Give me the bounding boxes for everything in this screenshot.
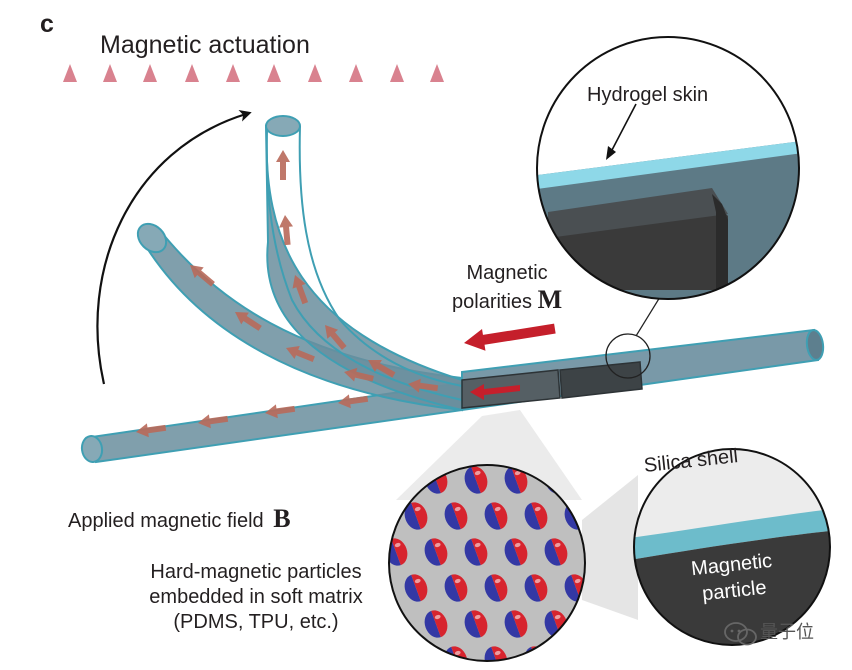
bending-direction-arrow bbox=[96, 110, 252, 385]
magnetic-particle bbox=[484, 574, 508, 602]
magnetic-particle bbox=[404, 646, 428, 661]
watermark: 量子位 bbox=[760, 622, 814, 642]
magnetic-particle bbox=[464, 538, 488, 566]
magnetic-particle bbox=[464, 610, 488, 638]
magnetic-particle bbox=[564, 646, 585, 661]
particles-label-line2: embedded in soft matrix bbox=[149, 586, 363, 609]
field-line-arrowhead bbox=[267, 64, 281, 82]
magnetic-particle bbox=[601, 643, 631, 670]
zoom-cone-silica bbox=[582, 475, 638, 620]
magnetic-particle bbox=[484, 502, 508, 530]
field-line-arrowhead bbox=[185, 64, 199, 82]
hydrogel-skin-inset bbox=[536, 36, 800, 300]
magnetic-particle bbox=[389, 538, 408, 566]
callout-line-top bbox=[635, 296, 661, 337]
field-line-arrowhead bbox=[103, 64, 117, 82]
magnetic-rod-straight-right bbox=[461, 328, 825, 412]
wechat-icon bbox=[724, 622, 757, 646]
field-label: Applied magnetic field B bbox=[68, 504, 291, 534]
magnetic-particle bbox=[504, 610, 528, 638]
magnetic-particle bbox=[464, 466, 488, 494]
magnetic-particle bbox=[584, 610, 585, 638]
field-symbol: B bbox=[273, 504, 291, 533]
magnetic-particle bbox=[524, 502, 548, 530]
particles-label-line1: Hard-magnetic particles bbox=[150, 561, 362, 583]
particles-label: Hard-magnetic particles embedded in soft… bbox=[120, 560, 392, 636]
figure-title: Magnetic actuation bbox=[100, 31, 310, 59]
magnetic-rod-straight bbox=[80, 381, 463, 464]
field-line-arrowhead bbox=[390, 64, 404, 82]
field-label-text: Applied magnetic field bbox=[68, 510, 264, 532]
particles-label-line3: (PDMS, TPU, etc.) bbox=[173, 611, 339, 634]
field-line-arrowhead bbox=[349, 64, 363, 82]
zoom-circle-marker bbox=[605, 333, 651, 379]
field-line-arrowhead bbox=[63, 64, 77, 82]
magnetic-particle bbox=[424, 610, 448, 638]
field-line-arrowhead bbox=[143, 64, 157, 82]
polarity-label: Magnetic polarities M bbox=[452, 262, 562, 315]
field-line-arrowhead bbox=[226, 64, 240, 82]
polarity-symbol: M bbox=[537, 285, 563, 314]
magnetic-particle bbox=[404, 502, 428, 530]
magnetic-particle bbox=[524, 574, 548, 602]
hydrogel-skin-label: Hydrogel skin bbox=[587, 84, 709, 106]
polarity-arrow bbox=[464, 323, 556, 351]
polarity-label-line1: Magnetic bbox=[466, 262, 548, 284]
magnetic-particle bbox=[544, 538, 568, 566]
field-line-arrowhead bbox=[430, 64, 444, 82]
magnetic-particle bbox=[444, 502, 468, 530]
inner-polarity-arrows bbox=[136, 150, 439, 438]
magnetic-particle bbox=[584, 466, 585, 494]
panel-label: c bbox=[40, 10, 54, 38]
magnetic-particle bbox=[444, 574, 468, 602]
particle-matrix-inset bbox=[388, 464, 631, 670]
polarity-label-line2: polarities bbox=[452, 291, 533, 313]
magnetic-particle bbox=[424, 538, 448, 566]
magnetic-particle bbox=[404, 574, 428, 602]
field-line-arrowhead bbox=[308, 64, 322, 82]
silica-shell-inset bbox=[633, 448, 831, 646]
magnetic-particle bbox=[504, 538, 528, 566]
